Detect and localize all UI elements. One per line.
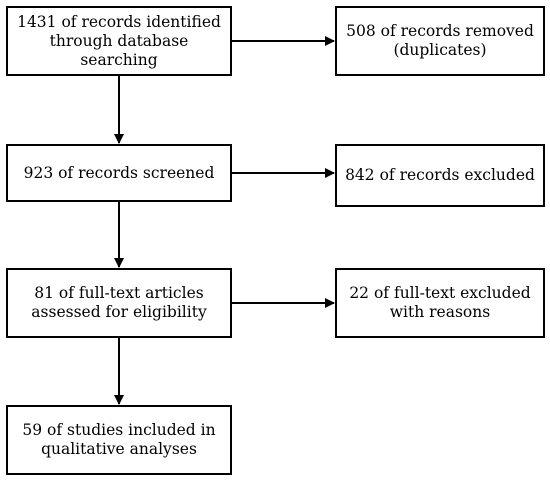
- records-screened-box: 923 of records screened: [6, 144, 232, 202]
- records-excluded-box: 842 of records excluded: [335, 144, 545, 207]
- records-excluded-label: 842 of records excluded: [345, 166, 535, 184]
- records-identified-box: 1431 of records identified through datab…: [6, 6, 232, 76]
- fulltext-excluded-box: 22 of full-text excluded with reasons: [335, 268, 545, 338]
- records-removed-label: 508 of records removed (duplicates): [346, 22, 534, 59]
- records-screened-label: 923 of records screened: [23, 163, 215, 182]
- studies-included-label: 59 of studies included in qualitative an…: [22, 421, 216, 458]
- records-removed-box: 508 of records removed (duplicates): [335, 6, 545, 76]
- records-identified-label: 1431 of records identified through datab…: [17, 12, 221, 69]
- fulltext-excluded-label: 22 of full-text excluded with reasons: [349, 284, 531, 321]
- articles-assessed-box: 81 of full-text articles assessed for el…: [6, 268, 232, 338]
- studies-included-box: 59 of studies included in qualitative an…: [6, 405, 232, 475]
- articles-assessed-label: 81 of full-text articles assessed for el…: [31, 284, 207, 321]
